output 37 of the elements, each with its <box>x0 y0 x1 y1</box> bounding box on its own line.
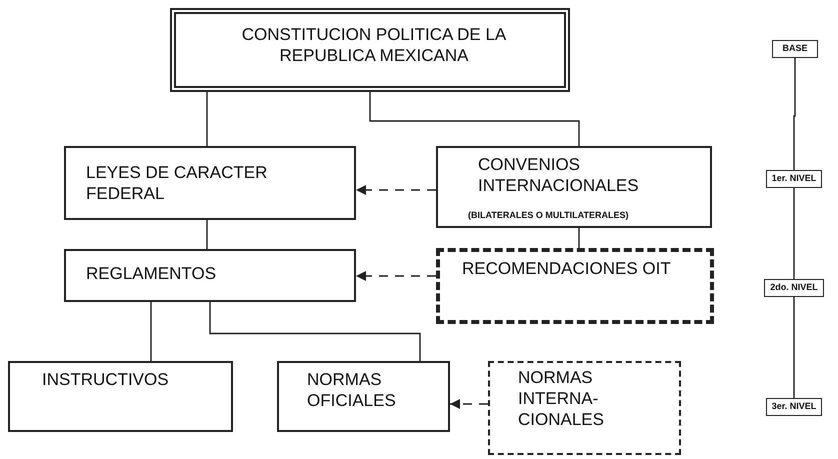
node-label: RECOMENDACIONES OIT <box>462 258 672 279</box>
connector-line <box>150 302 152 361</box>
level-tag <box>764 279 824 297</box>
node-label: INSTRUCTIVOS <box>42 369 170 390</box>
process-box <box>436 146 712 228</box>
connector-line <box>209 302 421 361</box>
process-box <box>277 361 450 432</box>
node-label: LEYES DE CARACTER FEDERAL <box>86 162 268 204</box>
node-label: REGLAMENTOS <box>86 263 218 284</box>
connector-line <box>793 58 796 170</box>
connector-line <box>206 220 208 249</box>
node-label: 1er. NIVEL <box>770 172 818 184</box>
node-label: BASE <box>781 42 808 54</box>
level-tag <box>766 170 822 188</box>
node-label: 2do. NIVEL <box>769 281 819 293</box>
connector-line <box>793 188 795 279</box>
process-box <box>170 8 570 92</box>
level-tag <box>766 398 822 416</box>
connector-line <box>369 92 580 146</box>
arrow <box>356 271 436 281</box>
connector-line <box>206 92 208 146</box>
node-label: NORMAS INTERNA- CIONALES <box>518 367 605 430</box>
node-label: 3er. NIVEL <box>770 400 818 412</box>
process-box <box>64 249 356 302</box>
node-label: NORMAS OFICIALES <box>307 369 397 411</box>
arrow <box>356 185 436 195</box>
dashed-box <box>436 248 714 324</box>
connector-line <box>793 297 795 398</box>
note-text: (BILATERALES O MULTILATERALES) <box>468 210 630 221</box>
node-label: CONVENIOS INTERNACIONALES <box>478 154 640 196</box>
node-label: CONSTITUCION POLITICA DE LA REPUBLICA MEXICANA <box>240 24 508 66</box>
arrow <box>450 399 488 409</box>
process-box <box>64 146 356 220</box>
process-box <box>8 361 233 432</box>
level-tag <box>772 40 818 58</box>
dashed-box <box>488 361 681 455</box>
connector-line <box>578 228 580 248</box>
